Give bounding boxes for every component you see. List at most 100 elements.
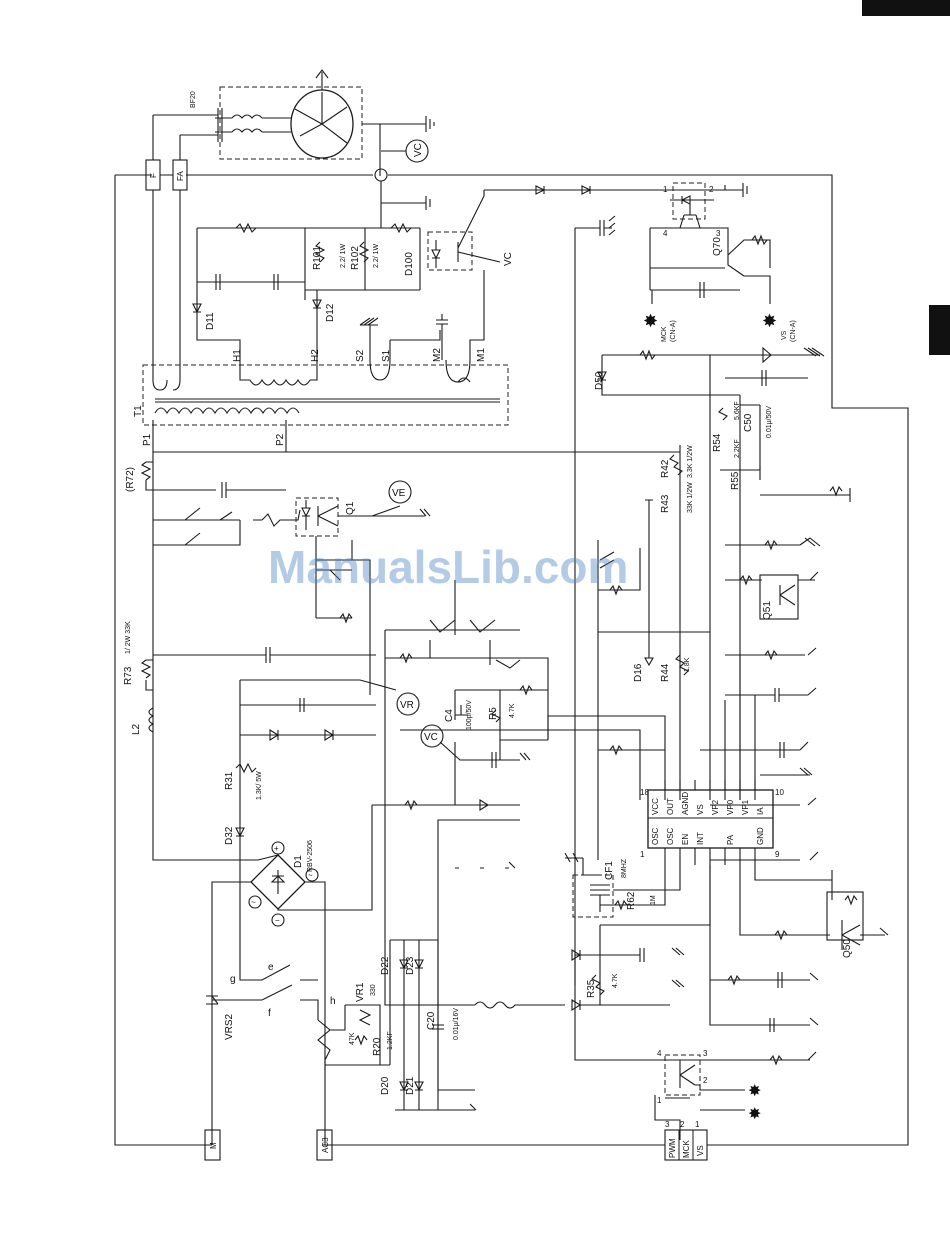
ground-symbols — [671, 537, 819, 1061]
r35-label: R35 — [586, 979, 597, 998]
d50-label: D50 — [594, 371, 605, 390]
node-vc-top: VC — [374, 139, 431, 228]
vc-label-opto: VC — [503, 252, 514, 266]
door-switches — [206, 860, 516, 1111]
ic-pin-vcc: VCC — [651, 798, 660, 815]
opto-pin2: 2 — [703, 1076, 708, 1085]
offpage-mck-ref: (CN-A) — [670, 320, 677, 342]
connector-pwm-label: PWM — [668, 1138, 677, 1158]
connector-ac3: AC3 — [316, 1129, 333, 1161]
r35-circuit — [474, 955, 670, 1011]
d50-network — [286, 228, 851, 1061]
d12-label: D12 — [325, 303, 336, 322]
r102-label: R102 — [350, 246, 361, 270]
r5-value: 4.7K — [509, 703, 516, 718]
node-vr-label: VR — [400, 700, 414, 711]
r31-label: R31 — [224, 771, 235, 790]
ic-pin-vp1: VP1 — [741, 799, 750, 815]
h2-label: H2 — [310, 349, 321, 362]
opto-coupler-d100: VC — [427, 190, 514, 271]
c50-label: C50 — [743, 413, 754, 432]
controller-ic: VCC OUT AGND VS VP2 VP0 VP1 IA OSC OSC E… — [640, 780, 784, 865]
middle-network: VR VC — [235, 580, 666, 1091]
r73-label: R73 — [123, 666, 134, 685]
q70-label: Q70 — [712, 237, 723, 256]
r101-label: R101 — [312, 246, 323, 270]
connector-f-label: F — [149, 173, 158, 178]
connector-m: M — [204, 1129, 221, 1161]
connector-pwm-mck-vs: PWM MCK VS — [664, 1129, 708, 1161]
p1-label: P1 — [142, 433, 153, 446]
ic-pin-osc2: OSC — [666, 827, 675, 845]
d16-label: D16 — [633, 663, 644, 682]
r35-value: 4.7K — [612, 973, 619, 988]
q70-circuit: 1 2 4 3 Q70 — [484, 182, 771, 304]
d22-label: D22 — [380, 956, 391, 975]
ic-pin-agnd: AGND — [681, 792, 690, 815]
r31-value: 1.3K/ 5W — [256, 771, 263, 800]
vrs2-label: VRS2 — [224, 1013, 235, 1040]
side-tab — [929, 305, 950, 355]
r55-label: R55 — [730, 471, 741, 490]
r62-label: R62 — [626, 891, 637, 910]
tube-label: BF20 — [190, 91, 197, 108]
ic-pin-en: EN — [681, 834, 690, 845]
d100-label: D100 — [404, 252, 415, 276]
l2-label: L2 — [131, 723, 142, 735]
ic-pin-1: 1 — [640, 850, 645, 859]
ic-pin-18: 18 — [640, 788, 649, 797]
opto-pin1: 1 — [657, 1096, 662, 1105]
ic-pin-10: 10 — [775, 788, 784, 797]
connector-fa: FA — [172, 159, 188, 191]
switch-h-label: h — [330, 996, 336, 1007]
ic-pin-vp2: VP2 — [711, 799, 720, 815]
d23-label: D23 — [405, 956, 416, 975]
r72-label: (R72) — [125, 467, 136, 492]
offpage-mck-label: MCK — [661, 326, 668, 342]
d21-label: D21 — [405, 1076, 416, 1095]
d11-label: D11 — [205, 312, 216, 330]
r102-value: 2.2/ 1W — [373, 243, 380, 268]
transformer-t1 — [142, 270, 509, 426]
ic-pin-pa: PA — [726, 834, 735, 845]
node-vc-mid-label: VC — [424, 732, 438, 743]
r55-value: 2.2KF — [734, 439, 741, 458]
ic-pin-9: 9 — [775, 850, 780, 859]
switch-f-label: f — [268, 1008, 271, 1019]
c4-label: C4 — [444, 709, 455, 722]
r43-value: 33K 1/2W — [687, 482, 694, 513]
opto-pin4: 4 — [657, 1049, 662, 1058]
m2-label: M2 — [432, 348, 443, 362]
switch-e-label: e — [268, 962, 274, 973]
node-vc-label: VC — [413, 143, 424, 157]
cf1-value: 8MHZ — [621, 858, 628, 878]
q70-pin1: 1 — [663, 185, 668, 194]
corner-tab — [862, 0, 950, 16]
r20-value: 1.2KF — [387, 1031, 394, 1050]
vr1-label: VR1 — [355, 982, 366, 1002]
r42-label: R42 — [660, 459, 671, 478]
d1-plus: + — [274, 844, 279, 853]
ic-pin-osc1: OSC — [651, 827, 660, 845]
r73-l2 — [140, 647, 376, 733]
node-ve-label: VE — [392, 488, 406, 499]
offpage-vs-label: VS — [781, 330, 788, 340]
ic-pin-vp0: VP0 — [726, 799, 735, 815]
r44-label: R44 — [660, 663, 671, 682]
r20-pot-value: 47K — [349, 1032, 356, 1045]
q50-circuit — [709, 865, 889, 1032]
s1-label: S1 — [381, 349, 392, 362]
d1-ac-left: ~ — [251, 898, 256, 907]
r44-value: 1.8K — [684, 657, 691, 672]
offpage-vs-ref: (CN-A) — [790, 320, 797, 342]
bottom-opto: ✸ ✸ 4 3 1 2 3 2 1 — [654, 1049, 810, 1140]
m1-label: M1 — [476, 348, 487, 362]
d1-label: D1 — [293, 855, 304, 868]
switch-g-label: g — [230, 974, 236, 985]
s2-label: S2 — [355, 349, 366, 362]
q70-pin2: 2 — [709, 185, 714, 194]
ic-pin-gnd: GND — [756, 827, 765, 845]
d20-label: D20 — [380, 1076, 391, 1095]
r73-value: 1/ 2W 33K — [125, 621, 132, 654]
